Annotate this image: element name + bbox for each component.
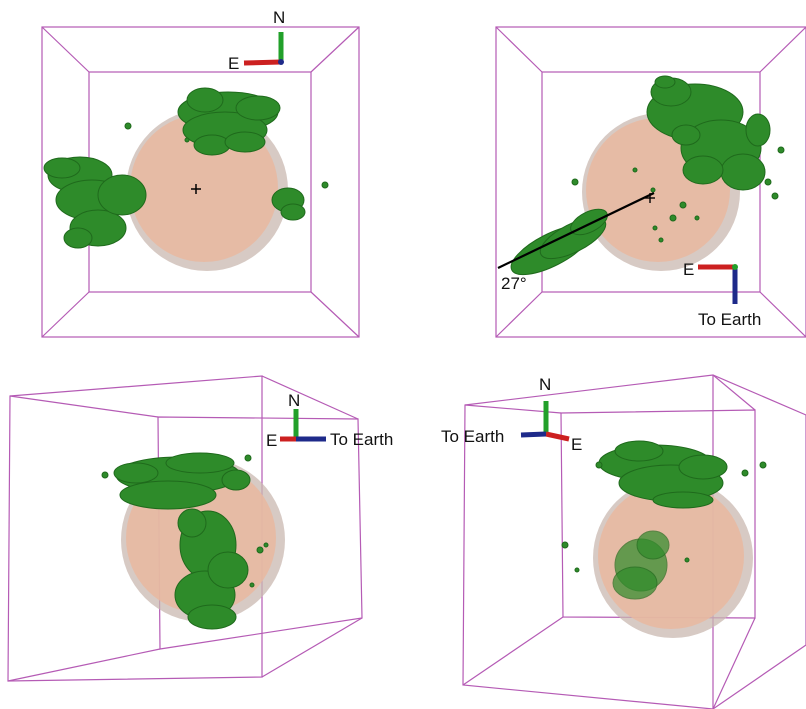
axis-label-e: E [683,260,695,279]
axis-label-to-earth: To Earth [441,427,505,446]
box-outer [495,26,806,338]
panel-bottom-right-scene [462,374,806,709]
axis-triad [243,32,284,66]
panel-bottom-left: N E To Earth [0,355,403,709]
ejecta-cloud [561,440,767,600]
axis-label-to-earth: To Earth [698,310,762,329]
ejecta-cloud [101,452,269,630]
center-cross [191,184,201,194]
propagation-line [497,192,655,269]
axis-triad [520,401,570,442]
axis-label-to-earth: To Earth [330,430,394,449]
axis-label-n: N [273,8,286,27]
axis-triad [280,409,326,442]
axis-label-e: E [266,431,278,450]
panel-top-right: 27° E To Earth [403,0,806,350]
angle-label: 27° [501,274,527,293]
axis-label-e: E [571,435,583,454]
axis-label-n: N [539,375,552,394]
panel-bottom-left-scene [7,375,363,682]
axis-triad [698,264,738,304]
box-outer [41,26,360,338]
panel-top-left: N E [0,0,403,350]
panel-top-left-scene [41,26,360,338]
bounding-box [41,26,360,338]
axis-label-e: E [228,54,240,73]
panel-top-right-scene [495,26,806,338]
axis-label-n: N [288,391,301,410]
panel-bottom-right: N E To Earth [403,355,806,709]
ejecta-cloud [43,87,329,249]
bounding-box [7,375,363,682]
